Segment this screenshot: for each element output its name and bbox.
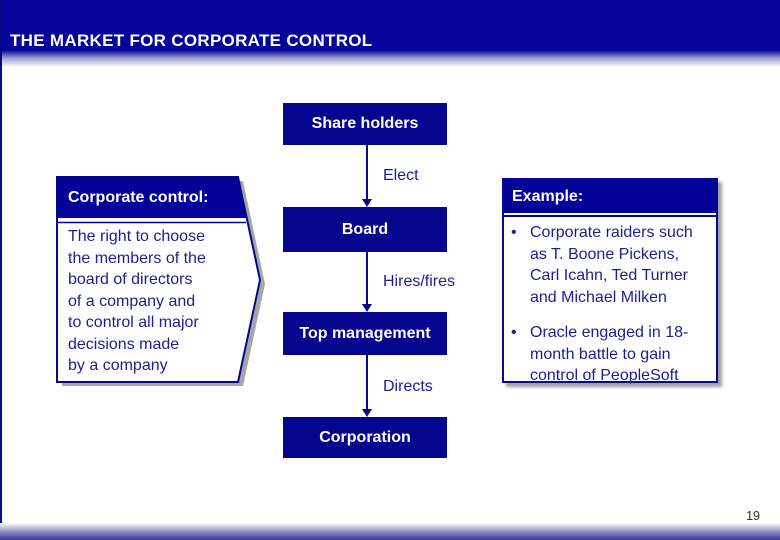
list-item: • Oracle engaged in 18-month battle to g… [511,322,712,387]
edge-label-elect: Elect [383,167,419,184]
example-header: Example: [504,180,716,213]
example-body: • Corporate raiders such as T. Boone Pic… [504,215,716,387]
corporate-control-header: Corporate control: [68,189,209,206]
corporate-control-callout: Corporate control: The right to choose t… [56,176,268,389]
left-edge-line [0,0,2,540]
arrow-stem-elect [366,145,368,200]
bullet-icon: • [511,324,517,341]
corporate-control-body: The right to choose the members of the b… [68,228,206,374]
arrow-down-head-icon [362,409,372,417]
flow-node-top-management: Top management [283,312,447,355]
flow-node-board: Board [283,207,447,252]
flow-node-corporation: Corporation [283,417,447,458]
flow-node-label: Corporation [319,428,411,446]
example-panel: Example: • Corporate raiders such as T. … [502,178,718,384]
edge-label-hires-fires: Hires/fires [383,273,456,290]
bullet-text: Corporate raiders such as T. Boone Picke… [530,224,693,306]
callout-header-band [57,177,247,218]
bullet-icon: • [511,224,517,241]
flow-node-label: Top management [299,324,431,342]
arrow-stem-directs [366,355,368,410]
bullet-text: Oracle engaged in 18-month battle to gai… [530,324,689,384]
flow-node-share-holders: Share holders [283,103,447,145]
slide-title: THE MARKET FOR CORPORATE CONTROL [10,31,373,50]
flow-node-label: Share holders [311,115,419,132]
page-number: 19 [746,509,760,523]
footer-band [0,523,780,540]
title-band [0,0,780,67]
flow-node-label: Board [341,220,389,238]
pentagon-shape [56,176,265,386]
arrow-down-head-icon [362,199,372,207]
list-item: • Corporate raiders such as T. Boone Pic… [511,222,712,308]
edge-label-directs: Directs [383,378,433,395]
arrow-stem-hires-fires [366,252,368,305]
arrow-down-head-icon [362,304,372,312]
